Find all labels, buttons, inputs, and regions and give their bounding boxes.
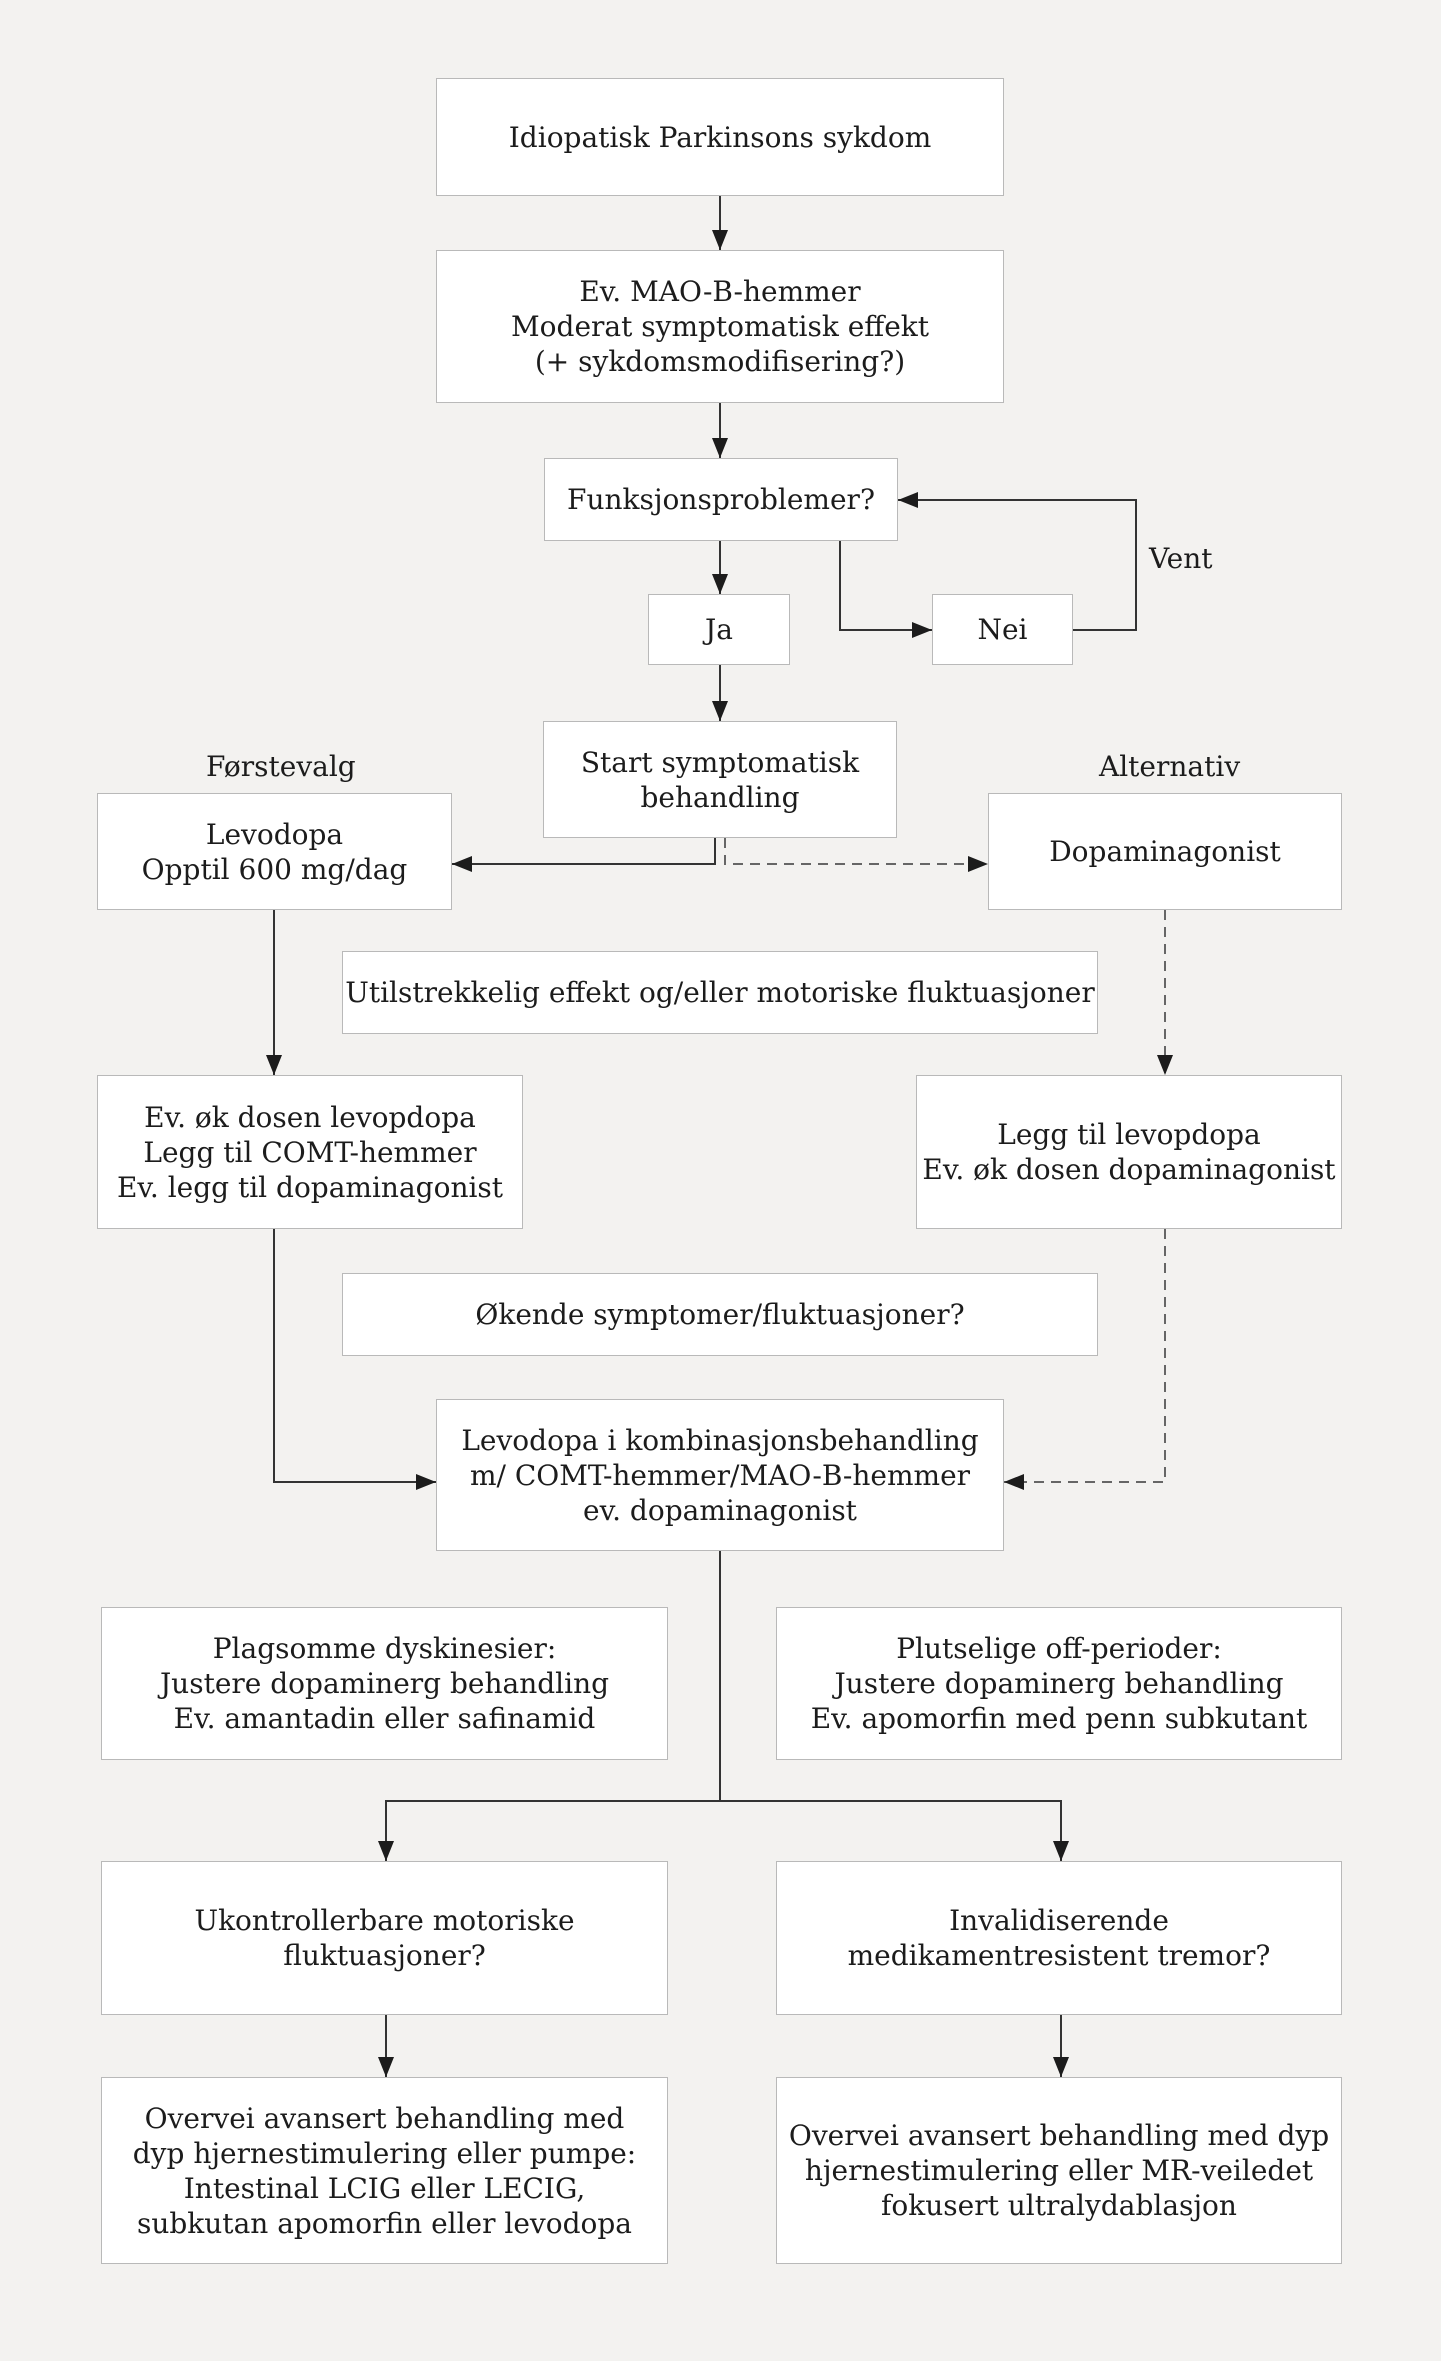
node-avansert-pumpe: Overvei avansert behandling med dyp hjer… (101, 2077, 668, 2264)
line: hjernestimulering eller MR-veiledet (804, 2154, 1314, 2187)
arrow-nei-loop-to-funksjon (898, 492, 1137, 631)
node-legg-til-levodopa: Legg til levopdopa Ev. øk dosen dopamina… (916, 1075, 1342, 1229)
line: Ukontrollerbare motoriske (194, 1904, 575, 1937)
line: Start symptomatisk (580, 745, 860, 779)
node-utilstrekkelig-effekt: Utilstrekkelig effekt og/eller motoriske… (342, 951, 1098, 1034)
line: Ev. apomorfin med penn subkutant (810, 1702, 1308, 1735)
line: behandling (640, 780, 800, 814)
node-idiopatisk-parkinsons: Idiopatisk Parkinsons sykdom (436, 78, 1004, 196)
line: m/ COMT-hemmer/MAO-B-hemmer (469, 1458, 971, 1492)
node-plutselige-off-perioder: Plutselige off-perioder: Justere dopamin… (776, 1607, 1342, 1760)
arrow-ev-ok-to-kombinasjon (273, 1229, 436, 1490)
line: (+ sykdomsmodifisering?) (534, 345, 906, 378)
arrow-kombinasjon-split (378, 1551, 721, 1861)
line: Justere dopaminerg behandling (159, 1667, 610, 1700)
line: Moderat symptomatisk effekt (511, 310, 929, 343)
line: Ev. amantadin eller safinamid (173, 1702, 596, 1735)
line: medikamentresistent tremor? (847, 1939, 1271, 1972)
node-invalidiserende-tremor: Invalidiserende medikamentresistent trem… (776, 1861, 1342, 2015)
label-forstevalg: Førstevalg (206, 750, 356, 783)
node-okende-symptomer: Økende symptomer/fluktuasjoner? (342, 1273, 1098, 1356)
line: Plagsomme dyskinesier: (212, 1632, 557, 1665)
line: Økende symptomer/fluktuasjoner? (475, 1298, 965, 1331)
line: dyp hjernestimulering eller pumpe: (132, 2136, 637, 2170)
line: Ev. MAO-B-hemmer (579, 275, 861, 308)
line: Levodopa i kombinasjonsbehandling (461, 1423, 979, 1457)
line: Funksjonsproblemer? (567, 483, 875, 516)
line: Nei (977, 613, 1028, 646)
line: Invalidiserende (949, 1904, 1169, 1937)
node-nei: Nei (932, 594, 1073, 665)
line: Ja (705, 613, 733, 646)
arrow-funksjon-to-nei (839, 541, 932, 638)
line: Justere dopaminerg behandling (834, 1667, 1284, 1700)
line: Dopaminagonist (1049, 835, 1281, 868)
line: Idiopatisk Parkinsons sykdom (508, 120, 932, 154)
line: Legg til levopdopa (997, 1118, 1261, 1151)
line: Intestinal LCIG eller LECIG, (183, 2171, 586, 2205)
label-vent: Vent (1149, 542, 1213, 575)
node-ukontrollerbare-fluktuasjoner: Ukontrollerbare motoriske fluktuasjoner? (101, 1861, 668, 2015)
line: Overvei avansert behandling med (144, 2101, 625, 2135)
node-ja: Ja (648, 594, 790, 665)
line: fluktuasjoner? (283, 1939, 486, 1972)
node-funksjonsproblemer: Funksjonsproblemer? (544, 458, 898, 541)
line: Ev. øk dosen levopdopa (144, 1100, 476, 1134)
node-levodopa: Levodopa Opptil 600 mg/dag (97, 793, 452, 910)
node-mao-b-hemmer: Ev. MAO-B-hemmer Moderat symptomatisk ef… (436, 250, 1004, 403)
line: Ev. legg til dopaminagonist (116, 1170, 504, 1204)
arrow-start-sympt-to-dopaminagonist (724, 838, 988, 872)
line: subkutan apomorfin eller levodopa (136, 2206, 633, 2240)
line: Legg til COMT-hemmer (143, 1135, 477, 1169)
arrow-legg-til-to-kombinasjon (1004, 1229, 1166, 1490)
node-ev-ok-dosen-levodopa: Ev. øk dosen levopdopa Legg til COMT-hem… (97, 1075, 523, 1229)
line: Opptil 600 mg/dag (141, 852, 408, 886)
line: Utilstrekkelig effekt og/eller motoriske… (345, 976, 1095, 1009)
node-dopaminagonist: Dopaminagonist (988, 793, 1342, 910)
label-alternativ: Alternativ (1099, 750, 1241, 783)
arrow-kombinasjon-to-invalidiserende (720, 1800, 1069, 1861)
line: fokusert ultralydablasjon (881, 2189, 1237, 2222)
line: Overvei avansert behandling med dyp (788, 2119, 1330, 2152)
line: Ev. øk dosen dopaminagonist (922, 1153, 1336, 1186)
line: Levodopa (205, 817, 344, 851)
node-levodopa-kombinasjonsbehandling: Levodopa i kombinasjonsbehandling m/ COM… (436, 1399, 1004, 1551)
node-avansert-mr: Overvei avansert behandling med dyp hjer… (776, 2077, 1342, 2264)
line: ev. dopaminagonist (583, 1493, 857, 1527)
node-plagsomme-dyskinesier: Plagsomme dyskinesier: Justere dopaminer… (101, 1607, 668, 1760)
line: Plutselige off-perioder: (896, 1632, 1222, 1665)
arrow-start-sympt-to-levodopa (452, 838, 716, 872)
node-start-symptomatisk-behandling: Start symptomatisk behandling (543, 721, 897, 838)
